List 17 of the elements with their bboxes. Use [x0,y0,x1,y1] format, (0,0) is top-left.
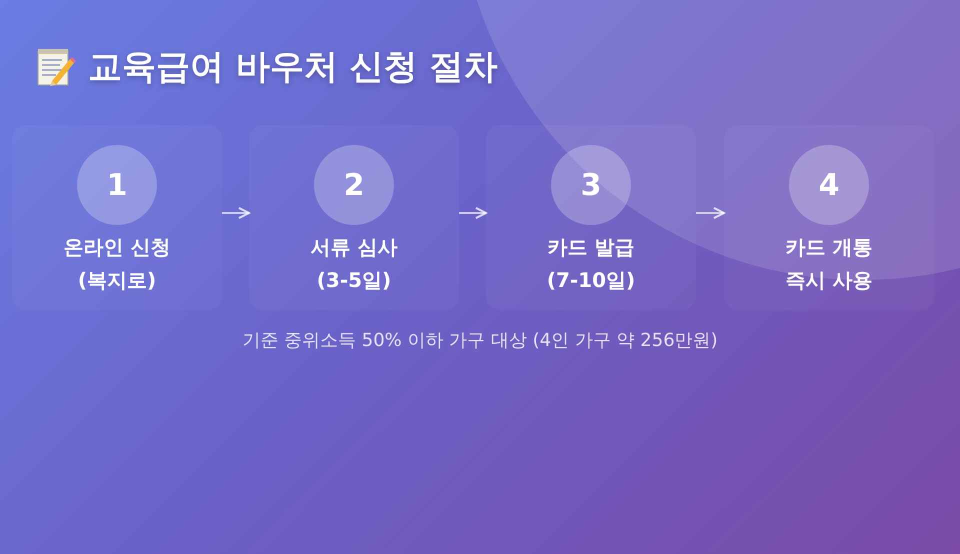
step-circle: 4 [789,145,869,225]
step-card [249,125,459,310]
step-circle: 1 [77,145,157,225]
step-label: 카드 발급 (7-10일) [546,234,636,294]
arrow [459,206,487,220]
step-label: 온라인 신청 (복지로) [62,234,172,294]
title: 교육급여 바우처 신청 절차 [88,46,498,89]
note-text: 기준 중위소득 50% 이하 가구 대상 (4인 가구 약 256만원) [242,329,718,352]
step-circle: 3 [551,145,631,225]
step-card [486,125,696,310]
step-circle: 2 [314,145,394,225]
step-label: 서류 심사 (3-5일) [310,234,398,294]
arrow [696,206,725,220]
step-card [724,125,934,310]
step-card [12,125,222,310]
arrow [222,206,250,220]
step-label: 카드 개통 즉시 사용 [784,234,874,294]
